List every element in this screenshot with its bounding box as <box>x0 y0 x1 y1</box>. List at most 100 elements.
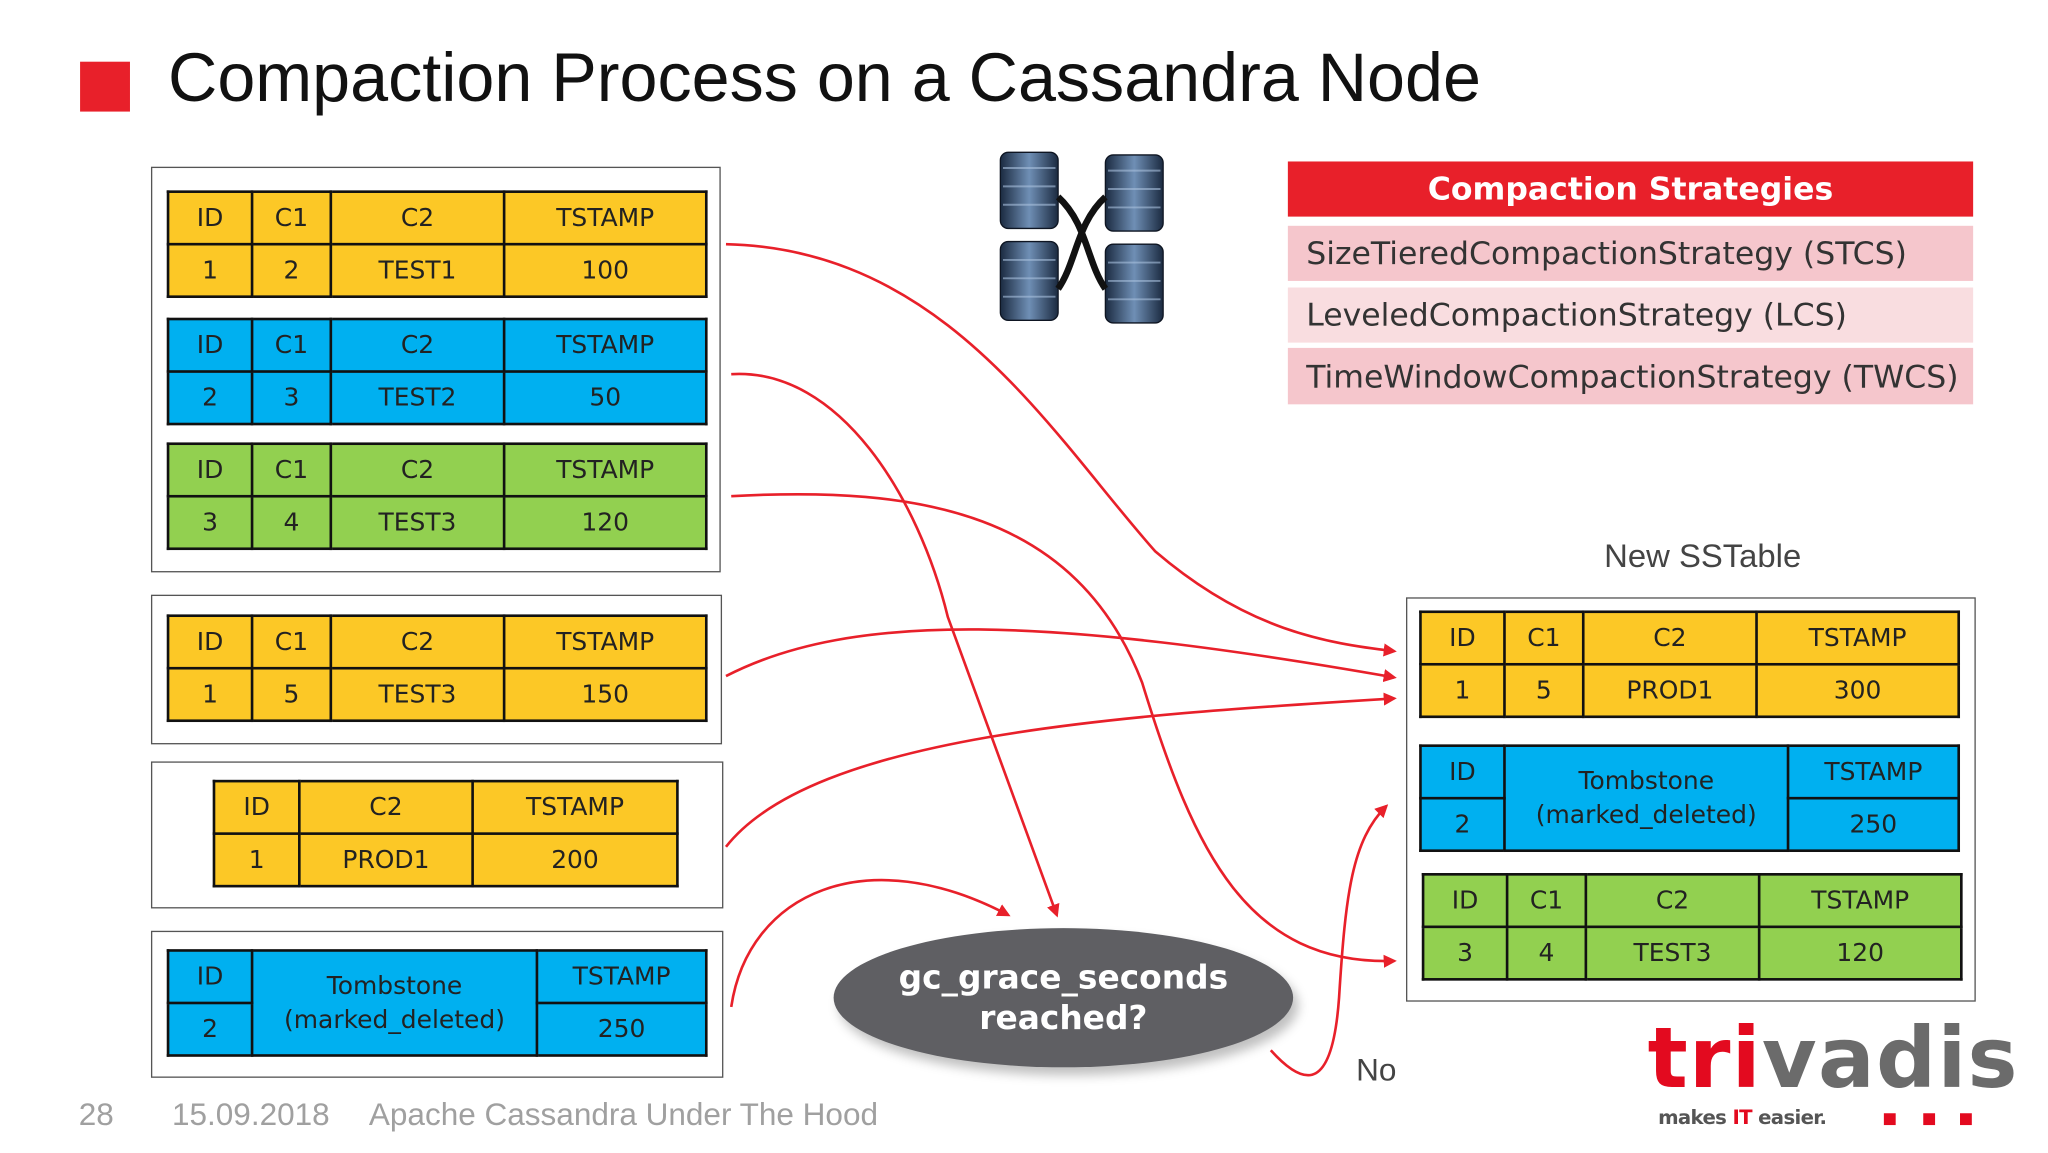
header-cell: C1 <box>1503 610 1585 666</box>
database-cluster-icon <box>999 151 1164 324</box>
logo-text-gray: vadis <box>1761 1010 2019 1109</box>
footer-page-number: 28 <box>78 1097 114 1133</box>
header-cell: ID <box>166 190 254 246</box>
tagline-pre: makes <box>1658 1105 1733 1130</box>
header-cell: C1 <box>250 317 333 373</box>
trivadis-logo: trivadis makes IT easier. <box>1647 1010 2018 1131</box>
cell: 250 <box>535 1001 708 1057</box>
cell: TEST1 <box>329 242 506 299</box>
new-sstable-label: New SSTable <box>1604 538 1802 576</box>
header-cell: C2 <box>329 614 506 670</box>
arrow-tombstone <box>729 878 1011 1008</box>
cell: 2 <box>1419 796 1506 853</box>
cell: 250 <box>1786 796 1961 853</box>
arrow-no <box>1269 804 1389 1077</box>
footer-title: Apache Cassandra Under The Hood <box>368 1097 878 1133</box>
header-cell: TSTAMP <box>502 317 708 373</box>
arrow-test3 <box>731 492 1397 968</box>
header-cell: C2 <box>329 190 506 246</box>
header-cell: C1 <box>1505 873 1588 929</box>
tombstone-cell: Tombstone (marked_deleted) <box>250 949 539 1057</box>
cell: PROD1 <box>1581 662 1758 719</box>
cell: TEST3 <box>329 494 506 551</box>
arrow-test1 <box>725 242 1397 657</box>
arrow-prod1 <box>724 692 1397 848</box>
arrow-test2 <box>731 372 1060 918</box>
arrow-test3-150 <box>725 628 1397 683</box>
header-cell: ID <box>166 442 254 498</box>
cell: 3 <box>1421 925 1509 981</box>
title-bullet <box>80 61 130 112</box>
header-cell: TSTAMP <box>502 190 708 246</box>
cell: 5 <box>1503 662 1585 719</box>
tombstone-cell: Tombstone (marked_deleted) <box>1503 744 1790 853</box>
header-cell: TSTAMP <box>471 779 679 835</box>
cell: 1 <box>166 242 254 299</box>
no-label: No <box>1356 1052 1397 1089</box>
footer-date: 15.09.2018 <box>171 1097 330 1133</box>
cell: TEST3 <box>1584 925 1761 981</box>
header-cell: ID <box>1419 744 1506 800</box>
cell: 3 <box>166 494 254 551</box>
decision-line-2: reached? <box>979 999 1148 1038</box>
header-cell: TSTAMP <box>1757 873 1963 929</box>
header-cell: ID <box>1419 610 1506 666</box>
cell: TEST3 <box>329 666 506 723</box>
header-cell: C1 <box>250 190 333 246</box>
cell: TEST2 <box>329 370 506 426</box>
header-cell: ID <box>166 614 254 670</box>
cell: 1 <box>1419 662 1506 719</box>
cell: 100 <box>502 242 708 299</box>
header-cell: ID <box>1421 873 1509 929</box>
cell: 120 <box>502 494 708 551</box>
header-cell: TSTAMP <box>502 442 708 498</box>
decision-line-1: gc_grace_seconds <box>898 958 1229 997</box>
cell: 200 <box>471 832 679 888</box>
header-cell: ID <box>212 779 301 835</box>
header-cell: C2 <box>1584 873 1761 929</box>
header-cell: C1 <box>250 442 333 498</box>
cell: 150 <box>502 666 708 723</box>
cell: 5 <box>250 666 333 723</box>
header-cell: C1 <box>250 614 333 670</box>
cell: 300 <box>1755 662 1961 719</box>
cell: 4 <box>1505 925 1588 981</box>
tagline-it: IT <box>1732 1105 1752 1130</box>
header-cell: C2 <box>329 317 506 373</box>
header-cell: C2 <box>298 779 474 835</box>
strategy-stcs: SizeTieredCompactionStrategy (STCS) <box>1287 225 1974 281</box>
header-cell: C2 <box>1581 610 1758 666</box>
header-cell: C2 <box>329 442 506 498</box>
cell: 50 <box>502 370 708 426</box>
gc-grace-decision: gc_grace_seconds reached? <box>833 928 1294 1068</box>
cell: 4 <box>250 494 333 551</box>
header-cell: ID <box>166 949 254 1005</box>
header-cell: TSTAMP <box>535 949 708 1005</box>
cell: 1 <box>166 666 254 723</box>
strategy-lcs: LeveledCompactionStrategy (LCS) <box>1287 287 1974 343</box>
header-cell: TSTAMP <box>1786 744 1961 800</box>
cell: 2 <box>166 370 254 426</box>
strategies-header: Compaction Strategies <box>1287 161 1974 217</box>
cell: 3 <box>250 370 333 426</box>
cell: 2 <box>166 1001 254 1057</box>
cell: 120 <box>1757 925 1963 981</box>
tagline-post: easier. <box>1751 1105 1827 1130</box>
page-title: Compaction Process on a Cassandra Node <box>168 40 1481 117</box>
header-cell: ID <box>166 317 254 373</box>
logo-text-red: tri <box>1647 1010 1762 1109</box>
cell: 2 <box>250 242 333 299</box>
cell: 1 <box>212 832 301 888</box>
header-cell: TSTAMP <box>502 614 708 670</box>
header-cell: TSTAMP <box>1755 610 1961 666</box>
